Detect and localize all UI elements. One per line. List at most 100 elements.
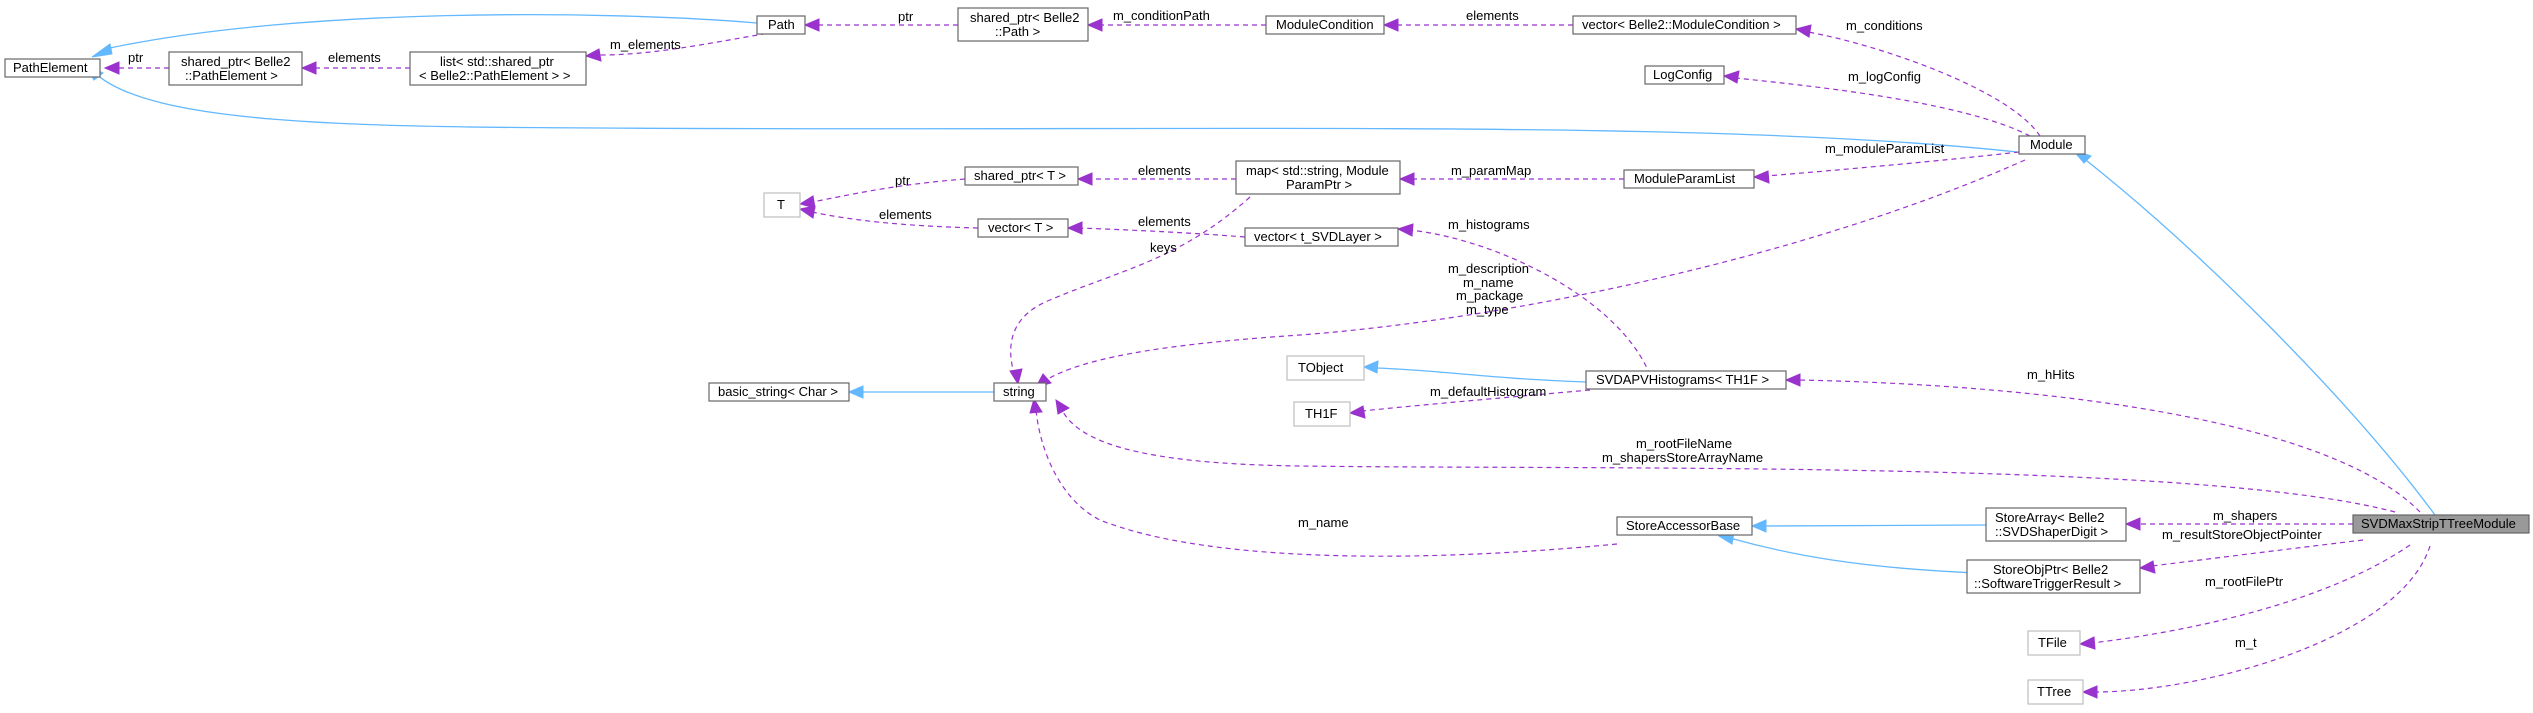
node-label: ::SVDShaperDigit > [1995,524,2108,539]
node-vector-t[interactable]: vector< T > [977,218,1069,238]
arrowhead-m-conditionpath [1086,18,1103,32]
edge-module-string [1045,159,2026,381]
edge-label-m-shapers: m_shapers [2213,508,2278,523]
edge-m-logconfig [1735,77,2031,137]
arrowhead-elements-map-sharedptr [1076,172,1093,186]
node-map-param[interactable]: map< std::string, Module ParamPtr > [1235,160,1401,195]
arrowhead-elements-list [300,61,317,75]
node-label: ModuleCondition [1276,17,1374,32]
edge-label-m-description: m_description [1448,261,1529,276]
node-vector-svdlayer[interactable]: vector< t_SVDLayer > [1244,227,1399,247]
node-label: list< std::shared_ptr [440,54,554,69]
node-logconfig[interactable]: LogConfig [1644,65,1725,85]
arrowhead-m-hhits [1784,373,1801,387]
edge-label-m-t: m_t [2235,635,2257,650]
edge-label-keys: keys [1150,240,1177,255]
edge-m-hhits [1797,379,2421,513]
edge-m-histograms [1409,229,1651,376]
arrowhead-m-rootfileptr [2078,636,2096,650]
node-label: SVDMaxStripTTreeModule [2361,516,2516,531]
node-string[interactable]: string [993,382,1047,402]
edge-label-m-hhits: m_hHits [2027,367,2075,382]
edge-label-m-rootfilename: m_rootFileName [1636,436,1732,451]
node-storeaccessorbase[interactable]: StoreAccessorBase [1616,516,1753,536]
node-label: TFile [2038,635,2067,650]
node-path[interactable]: Path [756,15,806,35]
node-tobject[interactable]: TObject [1286,355,1365,381]
node-label: basic_string< Char > [718,384,838,399]
node-t[interactable]: T [763,192,801,218]
node-moduleparamlist[interactable]: ModuleParamList [1623,169,1755,189]
node-shared-ptr-pathelement[interactable]: shared_ptr< Belle2 ::PathElement > [168,51,303,86]
edge-label-m-defaulthistogram: m_defaultHistogram [1430,384,1546,399]
node-label: StoreObjPtr< Belle2 [1993,562,2108,577]
edge-label-elements: elements [1138,214,1191,229]
node-storearray[interactable]: StoreArray< Belle2 ::SVDShaperDigit > [1985,507,2127,542]
arrowhead-m-logconfig [1722,70,1740,84]
arrowhead-basicstring [847,385,864,399]
edge-m-rootfilename [1061,409,2396,513]
node-svdmaxstrip-ttree-module[interactable]: SVDMaxStripTTreeModule [2352,514,2530,534]
arrowhead-ptr-pathelement [103,61,120,75]
node-th1f[interactable]: TH1F [1293,401,1351,427]
node-modulecondition[interactable]: ModuleCondition [1265,15,1385,35]
node-label: ::PathElement > [185,68,278,83]
node-vector-modulecondition[interactable]: vector< Belle2::ModuleCondition > [1572,15,1797,35]
arrowhead-m-conditions [1794,24,1812,38]
edge-label-elements: elements [879,207,932,222]
arrowhead-m-elements [584,48,602,62]
edge-labels: ptr elements m_elements ptr m_conditionP… [128,8,2322,650]
node-label: < Belle2::PathElement > > [419,68,570,83]
edge-svdapv-to-tobject [1374,367,1587,383]
node-module[interactable]: Module [2018,135,2086,155]
arrowhead-accessor-from-storearray [1750,519,1767,533]
edge-label-m-conditionpath: m_conditionPath [1113,8,1210,23]
edge-label-elements: elements [1138,163,1191,178]
node-svdapv-histograms[interactable]: SVDAPVHistograms< TH1F > [1585,370,1787,390]
node-label: vector< t_SVDLayer > [1254,229,1382,244]
edge-label-m-conditions: m_conditions [1846,18,1923,33]
edge-label-elements: elements [328,50,381,65]
arrowhead-pathelement-from-path [91,43,113,58]
arrowhead-elements-modulecondition [1382,18,1399,32]
node-label: shared_ptr< T > [974,168,1066,183]
edge-label-m-rootfileptr: m_rootFilePtr [2205,574,2284,589]
arrowhead-m-parammap [1398,172,1415,186]
edge-label-ptr: ptr [128,50,144,65]
node-shared-ptr-path[interactable]: shared_ptr< Belle2 ::Path > [957,7,1089,42]
edge-label-m-elements: m_elements [610,37,681,52]
edge-m-resultstoreobjectpointer [2151,539,2364,567]
arrowhead-m-name-accessor [1029,397,1043,414]
node-list-shared-ptr[interactable]: list< std::shared_ptr < Belle2::PathElem… [409,51,587,86]
edge-m-name-accessor [1035,409,1618,557]
edge-module-to-pathelement [94,72,2018,153]
arrowhead-elements-vector-t [798,205,816,219]
node-pathelement[interactable]: PathElement [4,58,101,78]
node-storeobjptr[interactable]: StoreObjPtr< Belle2 ::SoftwareTriggerRes… [1966,559,2141,594]
node-label: SVDAPVHistograms< TH1F > [1596,372,1769,387]
node-label: TH1F [1305,406,1338,421]
node-tfile[interactable]: TFile [2027,630,2081,656]
edge-storearray-to-accessor [1763,524,1987,527]
node-label: ParamPtr > [1286,177,1352,192]
node-label: StoreAccessorBase [1626,518,1740,533]
arrowhead-elements-svdlayer [1066,221,1083,235]
edge-svdmax-to-module [2081,156,2436,516]
inheritance-edges [83,13,2436,574]
node-basic-string[interactable]: basic_string< Char > [708,382,850,402]
node-label: TObject [1298,360,1344,375]
usage-edges [103,18,2431,699]
node-shared-ptr-t[interactable]: shared_ptr< T > [964,166,1079,186]
arrowhead-ptr-path [803,18,820,32]
node-label: T [777,197,785,212]
edge-m-rootfileptr [2091,544,2411,644]
edge-label-m-parammap: m_paramMap [1451,163,1531,178]
edge-path-to-pathelement [109,13,758,49]
arrowhead-m-moduleparamlist [1752,170,1770,184]
arrowhead-m-resultstoreobjectpointer [2138,560,2156,574]
arrowhead-m-histograms [1396,223,1414,237]
node-ttree[interactable]: TTree [2027,679,2084,705]
node-label: ModuleParamList [1634,171,1736,186]
edge-label-elements: elements [1466,8,1519,23]
arrowhead-m-shapers [2124,517,2141,531]
